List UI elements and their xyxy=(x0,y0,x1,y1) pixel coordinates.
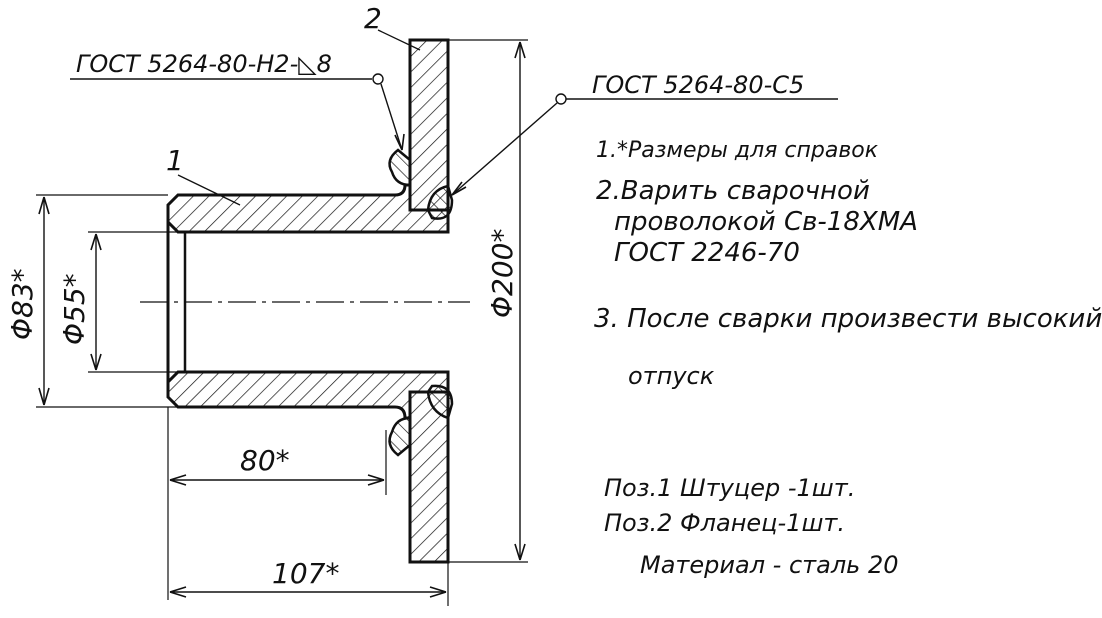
weld-bead-upper-outer xyxy=(388,148,412,187)
weld-callout-right: ГОСТ 5264-80-С5 xyxy=(592,71,804,99)
dim-label-len80: 80* xyxy=(240,444,290,477)
callout-part-2: 2 xyxy=(364,2,382,35)
weld-callout-left-marker xyxy=(372,73,384,85)
weld-bead-lower-inner xyxy=(426,384,454,420)
note-welding-wire-line-1: 2.Варить сварочной xyxy=(596,176,870,206)
dim-label-d200: Φ200* xyxy=(486,229,519,318)
parts-list-pos-2: Поз.2 Фланец-1шт. xyxy=(604,509,846,537)
fitting-lower-wall xyxy=(166,370,450,420)
parts-list-pos-1: Поз.1 Штуцер -1шт. xyxy=(604,474,856,502)
note-reference-dimensions: 1.*Размеры для справок xyxy=(596,138,879,163)
note-welding-wire-line-3: ГОСТ 2246-70 xyxy=(614,238,800,268)
fitting-upper-wall xyxy=(166,183,450,234)
weld-bead-lower-outer xyxy=(388,416,412,457)
dim-label-d55: Φ55* xyxy=(58,273,91,345)
callout-part-1: 1 xyxy=(166,144,184,177)
weld-callout-right-marker xyxy=(555,93,567,105)
dim-label-len107: 107* xyxy=(272,557,339,590)
flange-upper-section xyxy=(408,38,450,212)
parts-material: Материал - сталь 20 xyxy=(640,551,899,579)
note-welding-wire: 2.Варить сварочной проволокой Св-18ХМА Г… xyxy=(596,176,918,269)
note-welding-wire-line-2: проволокой Св-18ХМА xyxy=(614,207,918,237)
note-tempering: 3. После сварки произвести высокий xyxy=(594,304,1102,334)
weld-callout-left: ГОСТ 5264-80-Н2-◺8 xyxy=(76,50,332,78)
flange-lower-section xyxy=(408,390,450,564)
weld-bead-upper-inner xyxy=(426,184,454,220)
note-tempering-continuation: отпуск xyxy=(628,362,715,390)
dim-label-d83: Φ83* xyxy=(6,268,39,340)
